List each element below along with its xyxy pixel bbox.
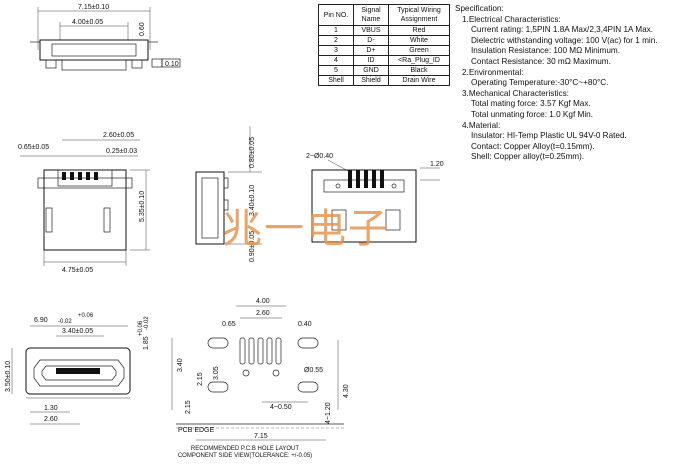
specification-block: Specification: 1.Electrical Characterist…: [455, 4, 681, 163]
table-header-cell: Typical Wiring Assignment: [388, 4, 450, 26]
spec-line: Contact Resistance: 30 mΩ Maximum.: [471, 56, 611, 66]
dim-bottom-righttol2: -0.02: [144, 316, 150, 330]
table-cell: <Ra_Plug_ID: [388, 55, 450, 66]
table-cell: 1: [318, 25, 354, 36]
pcb-layout: 4.00 0.65 2.60 0.40 Ø0.55 4~0.50 4~1.20 …: [171, 298, 350, 441]
dim-bottom-leftb: 2.60: [44, 416, 58, 423]
spec-line: Insulation Resistance: 100 MΩ Minimum.: [471, 46, 621, 56]
table-cell: 4: [318, 55, 354, 66]
dim-top-flatness: 0.10: [165, 61, 179, 68]
dim-pcb-left: 0.65: [222, 321, 236, 328]
watermark-logo: 兆一电子: [222, 206, 390, 252]
dim-pcb-h3: 3.05: [213, 366, 220, 380]
spec-heading: 3.Mechanical Characteristics:: [462, 88, 569, 98]
dim-top-inner: 4.00±0.05: [72, 19, 103, 26]
table-cell: Green: [388, 45, 450, 56]
dim-pcb-mid: 2.60: [256, 310, 270, 317]
table-cell: Black: [388, 65, 450, 76]
dim-bottom-toltop2: -0.02: [58, 319, 72, 325]
dim-front-span: 2.60±0.05: [103, 132, 134, 139]
pin-assignment-table: Pin NO. Signal Name Typical Wiring Assig…: [318, 4, 450, 86]
spec-heading: 2.Environmental:: [462, 67, 524, 77]
dim-front-height: 5.35±0.10: [139, 191, 146, 222]
spec-line: Insulator: HI-Temp Plastic UL 94V-0 Rate…: [471, 131, 627, 141]
dim-bottom-lefta: 1.30: [44, 405, 58, 412]
spec-heading: 1.Electrical Characteristics:: [462, 14, 561, 24]
pcb-pads: [239, 337, 282, 365]
table-cell: ID: [353, 55, 389, 66]
spec-line: Operating Temperature:-30°C~+80°C.: [471, 78, 609, 88]
dim-bottom-opening: 3.40±0.05: [62, 328, 93, 335]
dim-pcb-hole: Ø0.55: [304, 367, 323, 374]
pcb-edge-label: PCB EDGE: [178, 427, 215, 434]
dim-pcb-h4: 2.15: [185, 400, 192, 414]
table-cell: White: [388, 35, 450, 46]
table-cell: 2: [318, 35, 354, 46]
table-cell: Red: [388, 25, 450, 36]
dim-bottom-width: 6.90: [34, 317, 48, 324]
dim-pcb-right: 0.40: [298, 321, 312, 328]
dim-bottom-right: 1.85: [143, 336, 150, 350]
dim-pcb-slot: 4~0.50: [270, 404, 292, 411]
table-cell: D+: [353, 45, 389, 56]
table-cell: D-: [353, 35, 389, 46]
dim-front-pinw: 0.25±0.03: [106, 148, 137, 155]
dim-side-a: 0.80±0.05: [249, 137, 256, 168]
dim-rear-h: 1.20: [430, 161, 444, 168]
dim-pcb-h2: 2.15: [197, 372, 204, 386]
spec-line: Contact: Copper Alloy(t=0.15mm).: [471, 141, 595, 151]
dim-top-height: 0.60: [139, 22, 146, 36]
table-cell: Shell: [318, 75, 354, 86]
dim-rear-pins: 2~Ø0.40: [306, 153, 333, 160]
table-cell: Drain Wire: [388, 75, 450, 86]
rear-view: 2~Ø0.40 1.20: [306, 153, 444, 243]
spec-line: Total mating force: 3.57 Kgf Max.: [471, 99, 591, 109]
table-cell: VBUS: [353, 25, 389, 36]
dim-top-overall: 7.15±0.10: [78, 4, 109, 11]
dim-bottom-toltop: +0.06: [78, 313, 94, 319]
table-cell: GND: [353, 65, 389, 76]
table-cell: Shield: [353, 75, 389, 86]
spec-line: Total unmating force: 1.0 Kgf Min.: [471, 109, 593, 119]
table-cell: 3: [318, 45, 354, 56]
top-view: 7.15±0.10 4.00±0.05 0.60 0.10: [30, 4, 181, 71]
spec-line: Current rating: 1,5PIN 1.8A Max/2,3,4PIN…: [471, 25, 654, 35]
dim-front-pitch: 0.65±0.05: [18, 144, 49, 151]
dim-bottom-righttol: +0.06: [138, 320, 144, 336]
drawing-caption: RECOMMENDED P.C.B HOLE LAYOUT COMPONENT …: [150, 446, 340, 460]
spec-title: Specification:: [455, 4, 504, 13]
dim-pcb-overall: 7.15: [254, 433, 268, 440]
dim-side-c: 0.90±0.05: [249, 231, 256, 262]
dim-bottom-height: 3.50±0.10: [5, 361, 12, 392]
dim-front-base: 4.75±0.05: [62, 267, 93, 274]
dim-pcb-sloth: 4~1.20: [325, 402, 332, 424]
dim-pcb-righth: 4.30: [343, 384, 350, 398]
table-cell: 5: [318, 65, 354, 76]
dim-pcb-h1: 3.40: [177, 358, 184, 372]
table-header: Pin NO. Signal Name Typical Wiring Assig…: [318, 4, 450, 26]
spec-line: Shell: Copper alloy(t=0.25mm).: [471, 152, 585, 162]
dim-side-b: 3.40±0.10: [249, 185, 256, 216]
caption-line: RECOMMENDED P.C.B HOLE LAYOUT: [190, 446, 300, 452]
side-view: 0.80±0.05 3.40±0.10 0.90±0.05: [195, 126, 262, 262]
dim-pcb-top: 4.00: [256, 298, 270, 305]
spec-heading: 4.Material:: [462, 120, 501, 130]
caption-line: COMPONENT SIDE VIEW(TOLERANCE: +/-0.05): [177, 453, 313, 459]
table-header-cell: Signal Name: [353, 4, 389, 26]
front-view: 0.65±0.05 2.60±0.05 0.25±0.03 4.75±0.05 …: [18, 132, 150, 274]
table-header-cell: Pin NO.: [318, 4, 354, 26]
mating-view: +0.06 6.90 -0.02 3.40±0.05 1.30 2.60 3.5…: [5, 313, 150, 425]
spec-line: Dielectric withstanding voltage: 100 V(a…: [471, 35, 658, 45]
